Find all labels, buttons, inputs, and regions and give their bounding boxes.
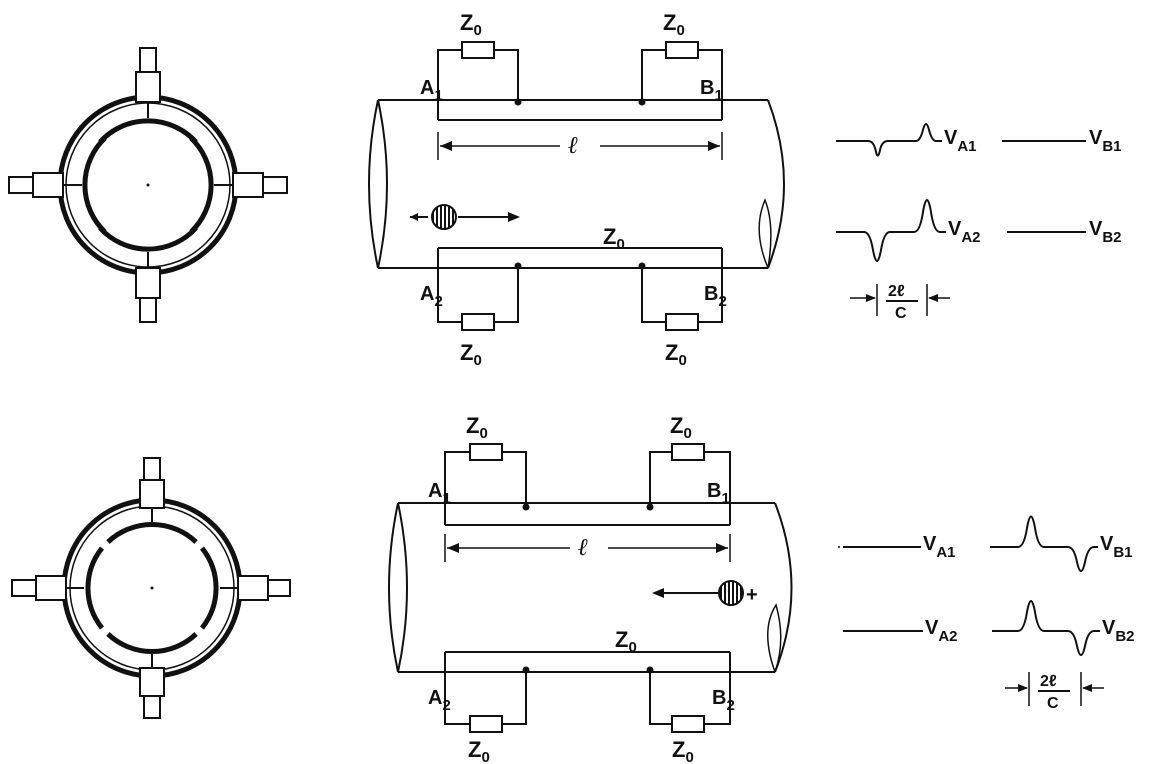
left-feedthrough (11, 575, 67, 601)
pipe-right-end (774, 502, 793, 673)
svg-text:C: C (895, 305, 907, 322)
signal-label-vb1: VB1 (1089, 127, 1122, 155)
electrode-label-b1: B1 (707, 480, 730, 507)
pipe-center-mark (146, 183, 150, 187)
impedance-label: Z0 (670, 413, 692, 442)
top-feedthrough (139, 457, 165, 509)
right-strip-electrode (200, 546, 219, 630)
bottom-feedthrough (135, 267, 161, 323)
impedance-label: Z0 (468, 737, 490, 764)
impedance-label: Z0 (603, 224, 625, 253)
beam-bunch (431, 204, 457, 230)
impedance-label: Z0 (663, 10, 685, 39)
length-label: ℓ (568, 133, 578, 159)
bottom-cross-section (11, 457, 291, 719)
impedance-label: Z0 (460, 340, 482, 369)
svg-text:2ℓ: 2ℓ (888, 283, 905, 300)
signal-label-vb2: VB2 (1089, 218, 1122, 246)
impedance-label: Z0 (615, 627, 637, 656)
pipe-center-mark (150, 586, 154, 590)
electrode-label-b1: B1 (700, 77, 723, 104)
signal-trace-1 (836, 123, 942, 157)
time-interval-marker: 2ℓ C (850, 283, 950, 322)
impedance-label: Z0 (460, 10, 482, 39)
time-interval-marker: 2ℓ C (1005, 672, 1104, 712)
electrode-label-b2: B2 (712, 687, 735, 714)
impedance-resistor (671, 443, 705, 461)
bottom-signals: VA1 VB1 VA2 VB2 2ℓ C (838, 515, 1135, 712)
pipe-left-end (368, 99, 388, 269)
bottom-strip-electrode (98, 226, 198, 252)
bottom-strip-electrode (106, 632, 198, 654)
electrode-label-b2: B2 (704, 283, 727, 310)
electrode-label-a2: A2 (428, 687, 451, 714)
svg-text:C: C (1047, 695, 1059, 712)
left-feedthrough (8, 172, 64, 198)
impedance-label: Z0 (672, 737, 694, 764)
electrode-label-a1: A1 (420, 77, 443, 104)
left-strip-electrode (85, 546, 104, 630)
impedance-resistor (665, 41, 699, 59)
charge-sign: + (746, 584, 758, 606)
top-strip-electrode (98, 118, 198, 144)
impedance-resistor (469, 715, 503, 733)
signal-label-va2: VA2 (948, 218, 981, 246)
impedance-label: Z0 (466, 413, 488, 442)
pipe-left-end (388, 502, 408, 673)
impedance-resistor (671, 715, 705, 733)
left-strip-electrode (82, 136, 107, 234)
top-signals: VA1 VB1 VA2 VB2 2ℓ C (836, 123, 1122, 322)
right-feedthrough (237, 575, 291, 601)
top-pipe-section: ℓ Z0 Z0 Z0 Z0 Z0 A1 B1 A2 B2 (368, 10, 785, 369)
top-feedthrough (135, 47, 161, 103)
impedance-resistor (469, 443, 503, 461)
bottom-feedthrough (139, 667, 165, 719)
electrode-label-a1: A1 (428, 480, 451, 507)
right-feedthrough (232, 172, 288, 198)
signal-label-va1: VA1 (923, 533, 956, 561)
pipe-right-end (767, 99, 785, 269)
top-strip-electrode (106, 522, 198, 544)
top-cross-section (8, 47, 288, 323)
signal-label-vb1: VB1 (1100, 533, 1133, 561)
signal-label-va1: VA1 (944, 127, 977, 155)
signal-label-vb2: VB2 (1102, 617, 1135, 645)
impedance-resistor (665, 313, 699, 331)
signal-trace-4 (992, 600, 1100, 656)
signal-label-va2: VA2 (925, 617, 958, 645)
signal-trace-2 (836, 199, 946, 262)
impedance-resistor (461, 41, 495, 59)
svg-text:2ℓ: 2ℓ (1040, 673, 1057, 690)
beam-bunch (718, 580, 744, 606)
signal-trace-3 (990, 515, 1098, 572)
impedance-label: Z0 (665, 340, 687, 369)
electrode-label-a2: A2 (420, 283, 443, 310)
bottom-pipe-section: ℓ + Z0 Z0 Z0 Z0 Z0 A1 B1 A2 B2 (388, 413, 793, 764)
right-strip-electrode (189, 136, 214, 234)
impedance-resistor (461, 313, 495, 331)
length-label: ℓ (578, 535, 588, 561)
